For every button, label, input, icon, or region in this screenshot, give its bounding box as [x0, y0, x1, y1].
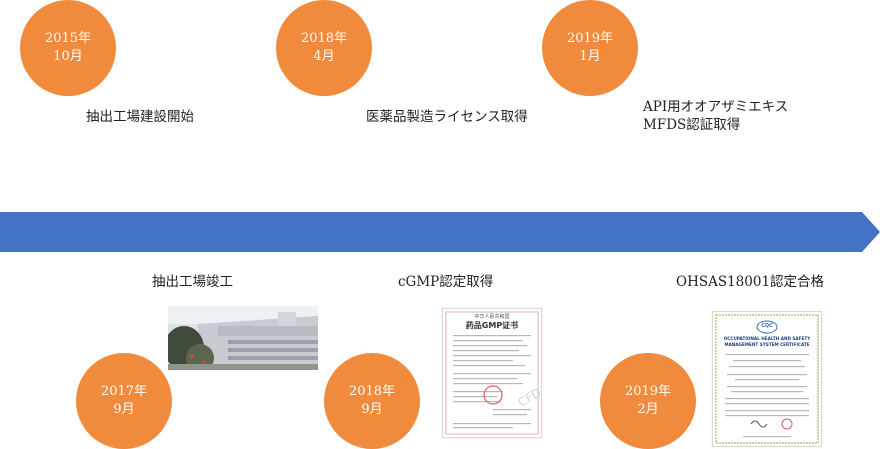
event-label-extraction-plant-completed: 抽出工場竣工	[152, 274, 233, 290]
milestone-month: 10月	[53, 49, 83, 64]
milestone-year: 2019年	[566, 31, 614, 46]
milestone-month: 9月	[361, 402, 383, 417]
gmp-certificate: CFDA 中华人民共和国 药品GMP证书	[442, 308, 542, 438]
timeline-arrow	[0, 212, 880, 252]
milestone-month: 9月	[113, 402, 135, 417]
event-label-ohsas-certification: OHSAS18001認定合格	[676, 274, 825, 290]
ohsas-certificate-title: OCCUPATIONAL HEALTH AND SAFETY MANAGEMEN…	[723, 336, 811, 347]
milestone-year: 2018年	[300, 31, 348, 46]
milestone-circle-2017-09: 2017年 9月	[76, 353, 172, 449]
milestone-circle-2015-10: 2015年 10月	[20, 0, 116, 96]
milestone-year: 2017年	[100, 384, 148, 399]
milestone-circle-2018-09: 2018年 9月	[324, 353, 420, 449]
gmp-certificate-title: 药品GMP证书	[465, 321, 519, 330]
milestone-year: 2018年	[348, 384, 396, 399]
event-label-cgmp-certification: cGMP認定取得	[398, 274, 494, 290]
milestone-month: 4月	[313, 49, 335, 64]
milestone-circle-2019-01: 2019年 1月	[542, 0, 638, 96]
milestone-month: 1月	[579, 49, 601, 64]
factory-photo	[168, 306, 318, 370]
ohsas-certificate: CQC OCCUPATIONAL HEALTH AND SAFETY MANAG…	[712, 311, 822, 447]
milestone-year: 2019年	[624, 384, 672, 399]
milestone-circle-2019-02: 2019年 2月	[600, 353, 696, 449]
milestone-year: 2015年	[44, 31, 92, 46]
gmp-certificate-header: 中华人民共和国	[474, 314, 510, 320]
event-label-extraction-construction-start: 抽出工場建設開始	[86, 109, 194, 125]
milestone-month: 2月	[637, 402, 659, 417]
svg-text:CFDA: CFDA	[516, 381, 542, 410]
cqc-logo: CQC	[761, 323, 773, 329]
milestone-circle-2018-04: 2018年 4月	[276, 0, 372, 96]
event-label-drug-license: 医薬品製造ライセンス取得	[366, 109, 528, 125]
event-label-mfds-certification: API用オオアザミエキス MFDS認証取得	[643, 99, 789, 133]
